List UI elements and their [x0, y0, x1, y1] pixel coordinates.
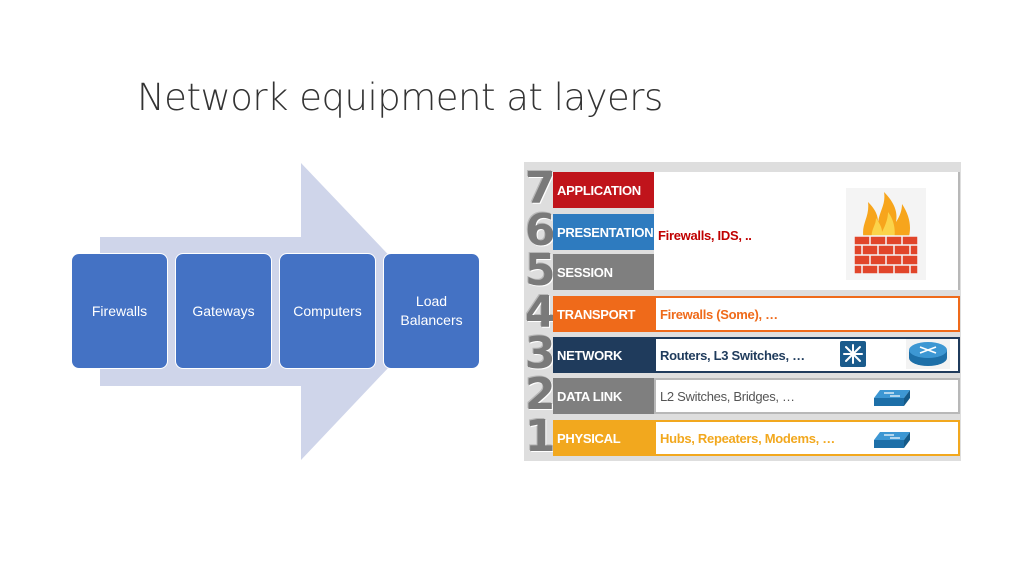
layer-name: TRANSPORT: [553, 296, 654, 332]
layer-equipment-panel: Firewalls (Some), …: [654, 296, 960, 332]
osi-layer-1: 1 PHYSICAL Hubs, Repeaters, Modems, …: [524, 412, 961, 461]
osi-layer-5: 5 SESSION: [524, 246, 961, 296]
layer-number: 6: [525, 205, 556, 256]
slide-title: Network equipment at layers: [137, 76, 663, 119]
step-box-firewalls: Firewalls: [71, 253, 168, 369]
layer-name: PHYSICAL: [553, 420, 654, 456]
layer-name: NETWORK: [553, 337, 654, 373]
osi-layer-7: 7 APPLICATION: [524, 164, 961, 214]
hub-icon: [874, 432, 910, 448]
layer-equipment: Routers, L3 Switches, …: [660, 347, 805, 363]
osi-model-image: Firewalls, IDS, ..: [524, 162, 961, 461]
layer-equipment: Firewalls (Some), …: [660, 306, 778, 322]
layer-name: PRESENTATION: [553, 214, 654, 250]
step-label: Computers: [293, 302, 362, 319]
osi-layer-4: 4 TRANSPORT Firewalls (Some), …: [524, 288, 961, 338]
switch-l3-icon: [840, 341, 866, 367]
osi-layer-2: 2 DATA LINK L2 Switches, Bridges, …: [524, 370, 961, 420]
layer-name: APPLICATION: [553, 172, 654, 208]
layer-number: 3: [525, 328, 556, 379]
step-label: Firewalls: [91, 302, 148, 319]
layer-equipment: L2 Switches, Bridges, …: [660, 388, 795, 404]
step-label: Load Balancers: [400, 293, 463, 328]
layer-number: 7: [525, 163, 556, 214]
layer-number: 4: [525, 287, 556, 338]
layer-equipment-panel: Hubs, Repeaters, Modems, …: [654, 420, 960, 456]
step-label: Gateways: [192, 302, 255, 319]
router-icon: [906, 339, 950, 369]
layer-equipment-panel: L2 Switches, Bridges, …: [654, 378, 960, 414]
layer-number: 1: [525, 411, 556, 462]
step-box-load-balancers: Load Balancers: [383, 253, 480, 369]
step-box-gateways: Gateways: [175, 253, 272, 369]
osi-layer-3: 3 NETWORK Routers, L3 Switches, …: [524, 329, 961, 379]
firewall-icon: [846, 188, 926, 280]
layer-equipment-panel: Routers, L3 Switches, …: [654, 337, 960, 373]
layer-equipment: Hubs, Repeaters, Modems, …: [660, 430, 835, 446]
step-box-computers: Computers: [279, 253, 376, 369]
upper-layers-equipment: Firewalls, IDS, ..: [658, 228, 752, 243]
l2-switch-icon: [874, 390, 910, 406]
layer-number: 5: [525, 245, 556, 296]
layer-name: SESSION: [553, 254, 654, 290]
upper-layers-panel: Firewalls, IDS, ..: [654, 172, 960, 290]
osi-layer-6: 6 PRESENTATION: [524, 206, 961, 256]
layer-number: 2: [525, 369, 556, 420]
layer-name: DATA LINK: [553, 378, 654, 414]
